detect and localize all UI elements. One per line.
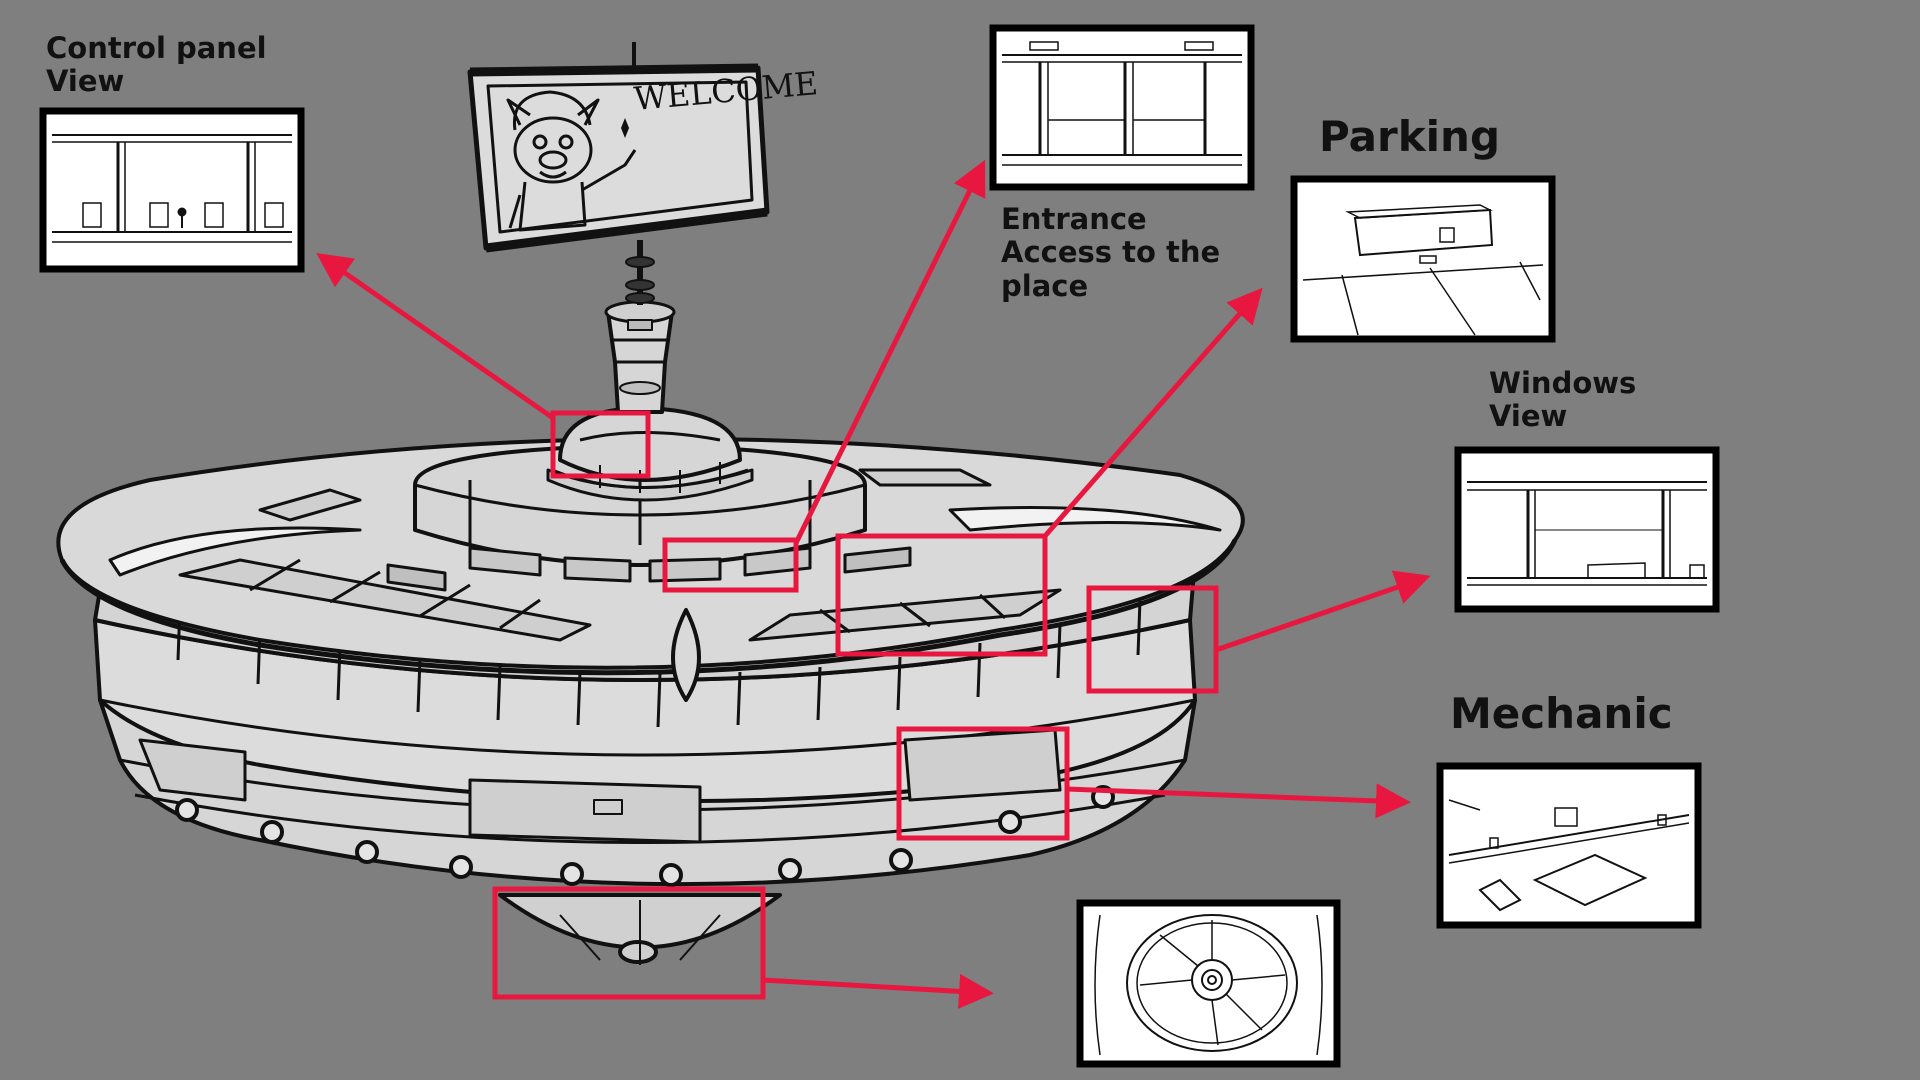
callout-box-parking	[835, 533, 1048, 657]
label-line: Entrance	[1001, 202, 1147, 236]
arrow-to-windows	[1213, 570, 1431, 653]
hangar-opening-left	[138, 738, 247, 802]
label-parking: Parking	[1319, 112, 1501, 161]
roof-swoosh-right	[948, 506, 1222, 532]
callout-box-control-panel	[550, 410, 651, 479]
callout-box-windows	[1086, 585, 1219, 694]
label-line: Windows	[1489, 366, 1637, 400]
roof-vent-left	[386, 563, 447, 592]
label-mechanic: Mechanic	[1450, 689, 1673, 738]
label-line: View	[1489, 399, 1568, 434]
roof-panels	[178, 468, 1062, 642]
label-control-panel-view: Control panel View	[46, 31, 267, 99]
arrow-to-mechanic	[1064, 783, 1411, 819]
arrow-to-entrance	[793, 159, 986, 546]
thumbnail-control-panel-view	[39, 107, 305, 273]
bottom-dome-tip	[618, 940, 658, 964]
label-line: place	[1001, 268, 1089, 303]
callout-boxes	[492, 410, 1219, 1000]
hangar-opening-right	[903, 728, 1062, 802]
callout-box-mechanic	[896, 726, 1070, 841]
hangar-opening-center	[468, 778, 702, 844]
callout-box-turbine	[492, 886, 766, 1000]
label-line: Control panel	[46, 31, 267, 65]
label-windows-view: Windows View	[1489, 366, 1637, 434]
arrow-to-parking	[1042, 287, 1263, 539]
roof-swoosh-left	[108, 526, 362, 577]
label-line: View	[46, 64, 125, 99]
ufo-building	[56, 240, 1245, 965]
roof-vent-right	[843, 546, 912, 574]
arrow-to-turbine	[760, 973, 994, 1009]
thumbnail-windows-view	[1454, 446, 1720, 613]
front-drop-ornament	[671, 608, 701, 702]
thumbnail-parking-view	[1290, 175, 1556, 343]
thumbnail-turbine-view	[1076, 899, 1341, 1068]
welcome-sign: WELCOME	[467, 42, 819, 253]
thumbnail-entrance-view	[989, 24, 1255, 191]
label-line: Access to the	[1001, 235, 1221, 270]
pig-mascot-drawing	[506, 90, 637, 232]
callout-arrows	[316, 159, 1431, 1009]
label-entrance: Entrance Access to the place	[1001, 202, 1221, 303]
portholes	[175, 785, 1115, 887]
arrow-to-control-panel	[316, 252, 556, 421]
callout-box-entrance	[662, 537, 799, 593]
thumbnail-mechanic-view	[1436, 762, 1702, 929]
